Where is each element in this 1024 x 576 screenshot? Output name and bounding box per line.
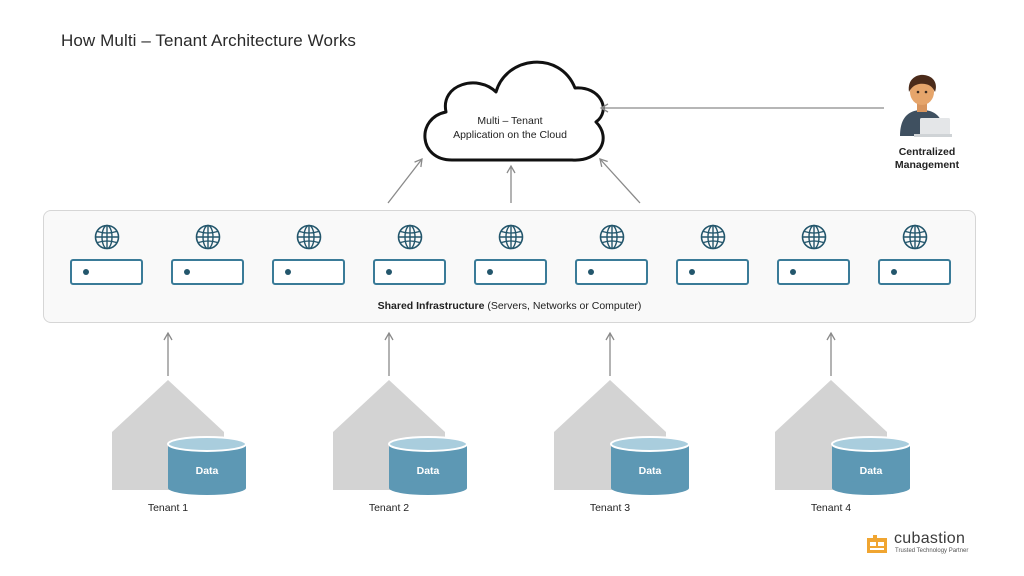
globe-icon xyxy=(902,224,928,250)
server-status-dot xyxy=(83,269,89,275)
infrastructure-caption: Shared Infrastructure (Servers, Networks… xyxy=(43,300,976,312)
data-label-2: Data xyxy=(416,465,440,477)
server-icon xyxy=(70,259,143,285)
server-icon xyxy=(373,259,446,285)
server-status-dot xyxy=(184,269,190,275)
server-status-dot xyxy=(487,269,493,275)
data-label-3: Data xyxy=(638,465,662,477)
globe-icon xyxy=(700,224,726,250)
database-2 xyxy=(388,436,468,495)
server-icon xyxy=(676,259,749,285)
database-3 xyxy=(610,436,690,495)
cloud-shape xyxy=(423,60,605,162)
server-icon xyxy=(272,259,345,285)
cloud-label-line-2: Application on the Cloud xyxy=(453,129,567,141)
server-status-dot xyxy=(285,269,291,275)
globe-icon xyxy=(397,224,423,250)
database-4 xyxy=(831,436,911,495)
brand-tagline: Trusted Technology Partner xyxy=(895,548,969,554)
globe-icon xyxy=(498,224,524,250)
arrow-infra-to-cloud-left xyxy=(387,157,423,204)
management-label-line-1: Centralized xyxy=(898,146,956,158)
server-icon xyxy=(171,259,244,285)
infrastructure-caption-bold: Shared Infrastructure xyxy=(377,300,485,312)
server-status-dot xyxy=(689,269,695,275)
globe-icon xyxy=(94,224,120,250)
tenant-label-2: Tenant 2 xyxy=(368,502,410,514)
brand-name: cubastion xyxy=(894,530,966,547)
globe-icon xyxy=(195,224,221,250)
page-title: How Multi – Tenant Architecture Works xyxy=(61,31,357,50)
tenant-label-1: Tenant 1 xyxy=(147,502,189,514)
globe-icon xyxy=(599,224,625,250)
infrastructure-caption-rest: (Servers, Networks or Computer) xyxy=(484,300,642,312)
management-label-line-2: Management xyxy=(894,159,960,171)
cloud-label-line-1: Multi – Tenant xyxy=(477,115,543,127)
data-label-1: Data xyxy=(195,465,219,477)
server-status-dot xyxy=(386,269,392,275)
server-icon xyxy=(878,259,951,285)
data-label-4: Data xyxy=(859,465,883,477)
server-icon xyxy=(777,259,850,285)
brand: cubastion Trusted Technology Partner xyxy=(866,530,986,558)
globe-icon xyxy=(801,224,827,250)
cloud-label: Multi – Tenant Application on the Cloud xyxy=(440,114,580,142)
server-icon xyxy=(575,259,648,285)
cubastion-logo-icon xyxy=(867,535,887,553)
globe-icon xyxy=(296,224,322,250)
tenant-label-4: Tenant 4 xyxy=(810,502,852,514)
database-1 xyxy=(167,436,247,495)
server-status-dot xyxy=(790,269,796,275)
centralized-management-label: Centralized Management xyxy=(880,146,974,172)
tenant-label-3: Tenant 3 xyxy=(589,502,631,514)
server-icon xyxy=(474,259,547,285)
server-status-dot xyxy=(588,269,594,275)
arrow-infra-to-cloud-right xyxy=(599,158,641,204)
person-with-laptop-icon xyxy=(900,74,952,137)
server-status-dot xyxy=(891,269,897,275)
